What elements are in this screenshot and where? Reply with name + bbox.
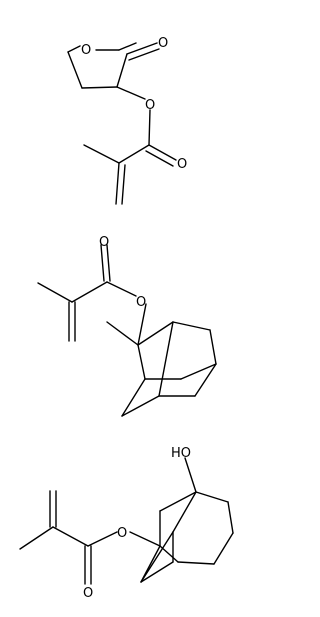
molecule-3-bonds [19, 457, 234, 585]
molecule-2: O O [37, 235, 217, 417]
molecule-3-atoms: HO O O [83, 446, 191, 601]
molecule-1-bonds [67, 42, 177, 205]
molecule-1-atoms: O O O O [81, 36, 187, 172]
atom-carbonyl-oxygen: O [83, 586, 93, 601]
atom-ester-oxygen: O [117, 526, 127, 541]
molecule-2-atoms: O O [99, 235, 146, 310]
molecule-2-bonds [37, 244, 217, 417]
structure-canvas: O O O O [19, 36, 234, 601]
atom-ring-oxygen: O [81, 43, 91, 58]
molecule-3: HO O O [19, 446, 234, 601]
atom-lactone-carbonyl-oxygen: O [158, 36, 168, 51]
atom-carbonyl-oxygen: O [99, 235, 109, 250]
atom-hydroxyl: HO [171, 446, 191, 461]
molecule-1: O O O O [67, 36, 187, 205]
atom-ester-carbonyl-oxygen: O [177, 157, 187, 172]
atom-ester-oxygen: O [136, 295, 146, 310]
atom-ester-oxygen: O [145, 98, 155, 113]
chemical-structures-drawing: O O O O [19, 36, 234, 601]
